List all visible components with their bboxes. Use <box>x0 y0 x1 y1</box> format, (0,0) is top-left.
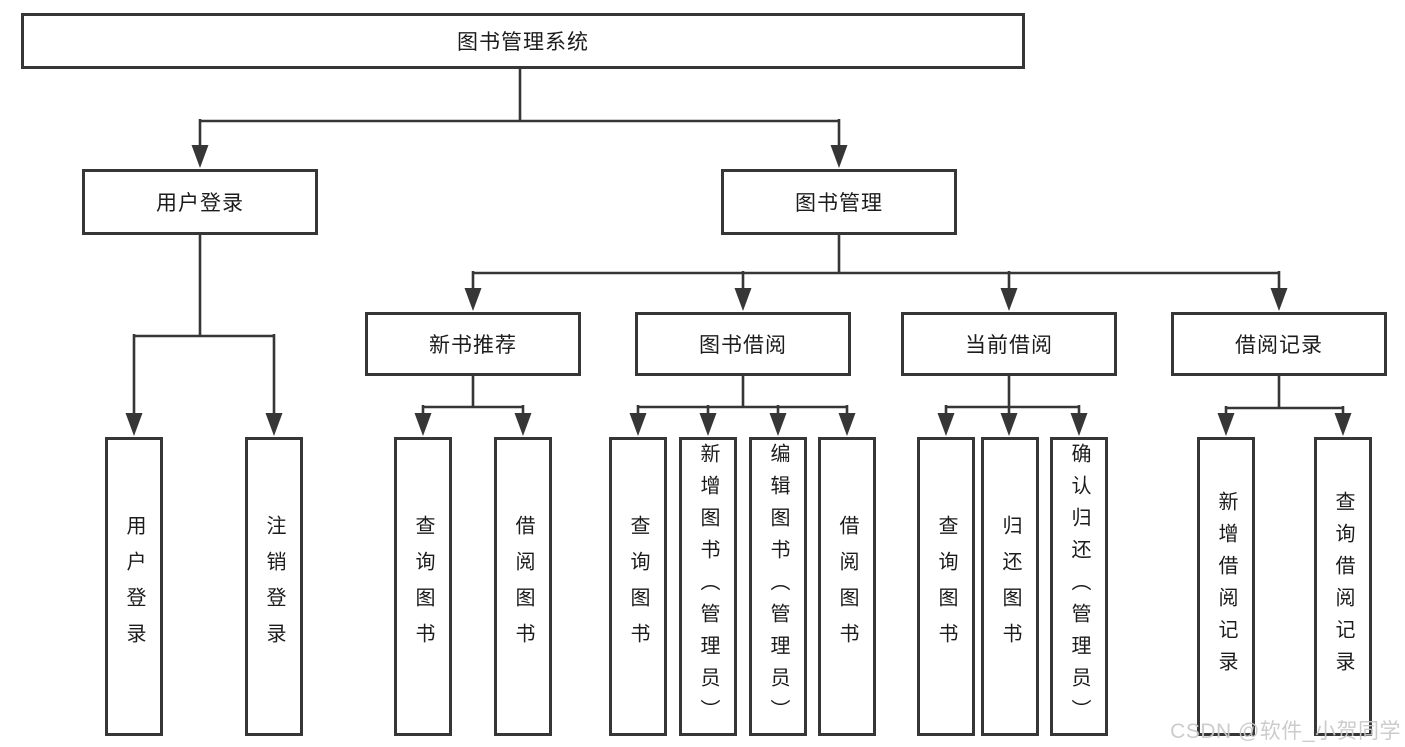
edge-book-management-to-level2 <box>464 235 1288 311</box>
leaf-edit-books-admin-label: 编辑图书（管理员） <box>767 442 789 731</box>
leaf-logout-label: 注销登录 <box>263 514 285 659</box>
leaf-logout: 注销登录 <box>245 437 303 736</box>
node-current-borrowing-label: 当前借阅 <box>965 334 1053 357</box>
leaf-query-books-borrowing: 查询图书 <box>609 437 667 736</box>
leaf-borrow-books-recommend-label: 借阅图书 <box>512 514 534 659</box>
edge-new-book-recommend-to-leaves <box>414 376 532 436</box>
leaf-query-books-current: 查询图书 <box>917 437 975 736</box>
leaf-confirm-return-admin: 确认归还（管理员） <box>1050 437 1108 736</box>
edge-root-to-level1 <box>191 69 848 168</box>
node-library-management-system-label: 图书管理系统 <box>457 31 589 54</box>
leaf-query-borrow-record: 查询借阅记录 <box>1314 437 1372 736</box>
leaf-query-books-recommend: 查询图书 <box>394 437 452 736</box>
edge-book-borrowing-to-leaves <box>629 376 856 436</box>
node-book-management-label: 图书管理 <box>795 192 883 215</box>
node-user-login: 用户登录 <box>82 169 318 235</box>
node-book-borrowing: 图书借阅 <box>635 312 851 376</box>
leaf-confirm-return-admin-label: 确认归还（管理员） <box>1068 442 1090 731</box>
node-user-login-label: 用户登录 <box>156 192 244 215</box>
leaf-query-books-borrowing-label: 查询图书 <box>627 514 649 659</box>
leaf-add-books-admin: 新增图书（管理员） <box>679 437 737 736</box>
node-library-management-system: 图书管理系统 <box>21 13 1025 69</box>
leaf-add-borrow-record: 新增借阅记录 <box>1197 437 1255 736</box>
edge-current-borrowing-to-leaves <box>937 376 1088 436</box>
arrowheads-level1 <box>191 145 848 168</box>
leaf-user-login-label: 用户登录 <box>123 514 145 659</box>
leaf-add-borrow-record-label: 新增借阅记录 <box>1215 490 1237 683</box>
leaf-add-books-admin-label: 新增图书（管理员） <box>697 442 719 731</box>
node-current-borrowing: 当前借阅 <box>901 312 1117 376</box>
leaf-borrow-books-recommend: 借阅图书 <box>494 437 552 736</box>
leaf-return-books: 归还图书 <box>981 437 1039 736</box>
leaf-return-books-label: 归还图书 <box>999 514 1021 659</box>
node-borrow-records-label: 借阅记录 <box>1235 334 1323 357</box>
leaf-borrow-books-borrowing-label: 借阅图书 <box>836 514 858 659</box>
leaf-user-login: 用户登录 <box>105 437 163 736</box>
node-new-book-recommend: 新书推荐 <box>365 312 581 376</box>
watermark: CSDN @软件_小贺同学 <box>1170 720 1401 743</box>
node-borrow-records: 借阅记录 <box>1171 312 1387 376</box>
edge-borrow-records-to-leaves <box>1217 376 1352 436</box>
node-new-book-recommend-label: 新书推荐 <box>429 334 517 357</box>
leaf-borrow-books-borrowing: 借阅图书 <box>818 437 876 736</box>
leaf-query-borrow-record-label: 查询借阅记录 <box>1332 490 1354 683</box>
node-book-borrowing-label: 图书借阅 <box>699 334 787 357</box>
edge-user-login-to-leaves <box>125 235 283 436</box>
leaf-query-books-current-label: 查询图书 <box>935 514 957 659</box>
node-book-management: 图书管理 <box>721 169 957 235</box>
leaf-query-books-recommend-label: 查询图书 <box>412 514 434 659</box>
leaf-edit-books-admin: 编辑图书（管理员） <box>749 437 807 736</box>
